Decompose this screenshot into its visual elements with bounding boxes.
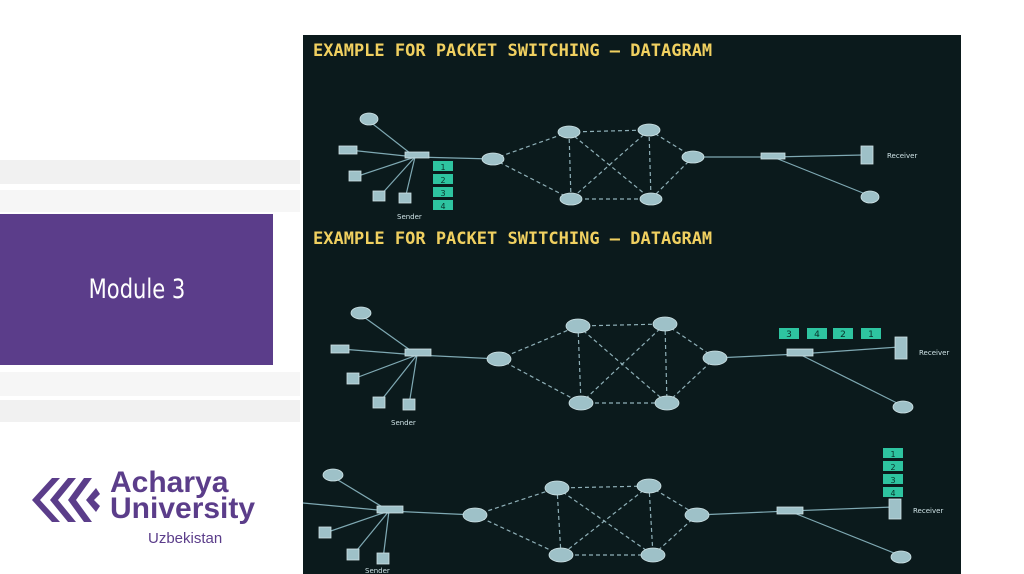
logo-line1: Acharya: [110, 466, 229, 499]
logo-line2: University: [110, 492, 256, 525]
decor-band: [0, 160, 300, 184]
packet-label: 2: [840, 330, 846, 340]
decor-band: [0, 190, 300, 212]
packet-label: 1: [440, 163, 445, 172]
packet-switching-diagram: EXAMPLE FOR PACKET SWITCHING – DATAGRAM: [303, 35, 961, 574]
packet-label: 3: [890, 476, 895, 485]
diagram-panel-2: EXAMPLE FOR PACKET SWITCHING – DATAGRAM: [303, 227, 961, 437]
decor-band: [0, 400, 300, 422]
panel1-title: EXAMPLE FOR PACKET SWITCHING – DATAGRAM: [313, 41, 713, 61]
packet-label: 4: [814, 330, 820, 340]
panel2-title: EXAMPLE FOR PACKET SWITCHING – DATAGRAM: [313, 229, 713, 249]
packet-label: 4: [890, 489, 895, 498]
university-logo: Acharya University Uzbekistan: [30, 464, 280, 554]
logo-subtitle: Uzbekistan: [148, 530, 223, 547]
receiver-label: Receiver: [887, 152, 917, 160]
packet-label: 3: [786, 330, 792, 340]
diagram-panel-3: 1 2 3 4 Sender Receiver: [303, 437, 961, 574]
module-title: Module 3: [88, 274, 185, 305]
sender-label: Sender: [391, 419, 416, 427]
packet-label: 4: [440, 202, 445, 211]
panel3-packets: 1 2 3 4: [883, 448, 903, 498]
packet-label: 3: [440, 189, 445, 198]
logo-mark-icon: [32, 478, 100, 522]
diagram-panel-1: EXAMPLE FOR PACKET SWITCHING – DATAGRAM: [303, 35, 961, 227]
packet-label: 2: [440, 176, 445, 185]
panel1-packets: 1 2 3 4: [433, 161, 453, 211]
panel2-packets: 3 4 2 1: [779, 328, 881, 340]
receiver-label: Receiver: [913, 507, 943, 515]
sender-label: Sender: [365, 567, 390, 574]
module-title-box: Module 3: [0, 214, 273, 365]
receiver-label: Receiver: [919, 349, 949, 357]
packet-label: 2: [890, 463, 895, 472]
decor-band: [0, 372, 300, 396]
packet-label: 1: [868, 330, 874, 340]
sender-label: Sender: [397, 213, 422, 221]
packet-label: 1: [890, 450, 895, 459]
